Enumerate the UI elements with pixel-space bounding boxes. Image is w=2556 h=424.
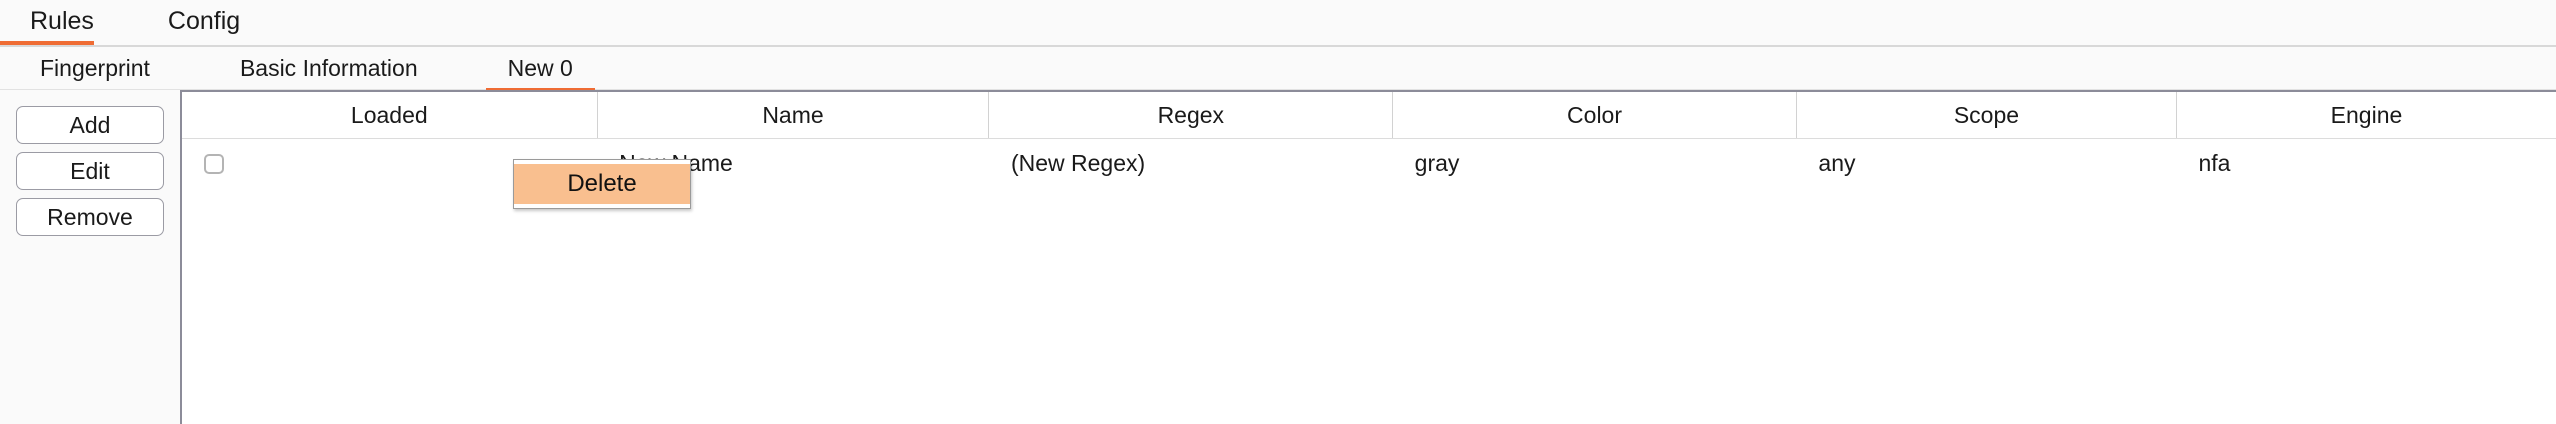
tab-config[interactable]: Config: [168, 0, 268, 34]
context-menu-item-delete[interactable]: Delete: [514, 164, 690, 204]
tab-fingerprint[interactable]: Fingerprint: [18, 54, 172, 81]
column-header-scope[interactable]: Scope: [1796, 92, 2177, 139]
add-button-label: Add: [69, 112, 111, 138]
column-header-name[interactable]: Name: [597, 92, 990, 139]
cell-regex[interactable]: (New Regex): [988, 138, 1393, 187]
column-header-color[interactable]: Color: [1392, 92, 1797, 139]
tab-rules[interactable]: Rules: [0, 0, 122, 45]
add-button[interactable]: Add: [16, 106, 164, 144]
context-menu: Delete: [513, 159, 691, 209]
rules-table-panel: Loaded Name Regex Color Scope Engine New…: [180, 90, 2556, 424]
sub-tab-list: Fingerprint Basic Information New 0: [0, 47, 2556, 92]
loaded-checkbox[interactable]: [204, 154, 224, 175]
remove-button[interactable]: Remove: [16, 198, 164, 236]
top-tab-bar: Rules Config: [0, 0, 2556, 47]
cell-scope[interactable]: any: [1796, 138, 2177, 187]
top-tab-list: Rules Config: [0, 0, 2556, 45]
column-header-loaded[interactable]: Loaded: [182, 92, 598, 139]
cell-color[interactable]: gray: [1392, 138, 1797, 187]
rule-actions-sidebar: Add Edit Remove: [0, 90, 180, 424]
main-content: Add Edit Remove Loaded Name Regex Color …: [0, 90, 2556, 424]
rules-table-head: Loaded Name Regex Color Scope Engine: [182, 92, 2556, 139]
tab-new-0[interactable]: New 0: [485, 54, 596, 92]
tab-rules-label: Rules: [30, 7, 94, 35]
tab-fingerprint-label: Fingerprint: [40, 54, 150, 81]
column-header-regex[interactable]: Regex: [988, 92, 1394, 139]
column-header-engine[interactable]: Engine: [2176, 92, 2556, 139]
tab-config-label: Config: [167, 7, 241, 35]
cell-engine[interactable]: nfa: [2176, 138, 2556, 187]
tab-new-0-label: New 0: [507, 54, 573, 81]
edit-button-label: Edit: [70, 158, 110, 184]
remove-button-label: Remove: [47, 204, 133, 230]
tab-basic-information[interactable]: Basic Information: [218, 54, 440, 81]
context-menu-item-delete-label: Delete: [567, 170, 637, 197]
sub-tab-bar: Fingerprint Basic Information New 0: [0, 47, 2556, 92]
edit-button[interactable]: Edit: [16, 152, 164, 190]
tab-basic-information-label: Basic Information: [239, 54, 418, 81]
table-header-row: Loaded Name Regex Color Scope Engine: [182, 92, 2556, 139]
